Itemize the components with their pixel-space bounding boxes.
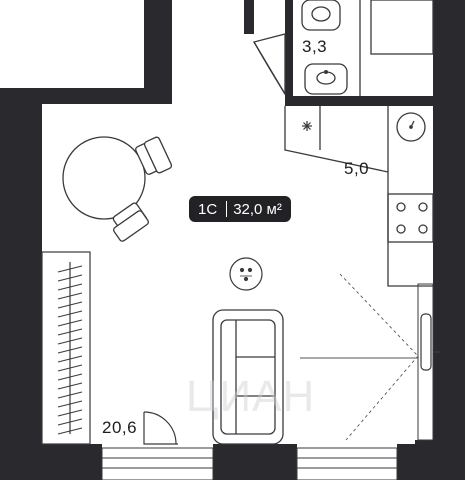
hanger bbox=[57, 337, 83, 345]
wall-bottom-mid bbox=[213, 444, 297, 480]
hanger bbox=[57, 274, 83, 282]
wall-left-upper-stub bbox=[0, 88, 148, 104]
hanger bbox=[57, 292, 83, 300]
wall-bath-partition bbox=[285, 0, 293, 106]
bathroom-area-label: 3,3 bbox=[302, 37, 328, 56]
dining-set bbox=[62, 136, 173, 242]
hanger bbox=[57, 364, 83, 372]
wall-right bbox=[433, 0, 465, 480]
wall-bottom-left bbox=[42, 444, 102, 480]
kitchen-counter bbox=[284, 106, 433, 287]
hanger bbox=[57, 301, 83, 309]
hanger bbox=[57, 310, 83, 318]
wall-bottom-right-edge bbox=[415, 440, 465, 480]
hanger bbox=[57, 328, 83, 336]
bathroom-fixtures bbox=[252, 0, 434, 97]
balcony-door bbox=[143, 411, 178, 445]
kitchen-sink bbox=[396, 112, 426, 142]
lamp-icon bbox=[229, 257, 263, 291]
hanger bbox=[57, 355, 83, 363]
living-area-label: 20,6 bbox=[102, 418, 138, 437]
hanger bbox=[57, 265, 83, 273]
hanger bbox=[57, 418, 83, 426]
unit-type: 1С bbox=[198, 200, 218, 218]
hanger bbox=[57, 346, 83, 354]
entrance-door bbox=[417, 283, 441, 441]
dining-table bbox=[62, 136, 146, 220]
wall-top-left-column bbox=[144, 0, 172, 104]
chair-top bbox=[135, 136, 173, 175]
door-swing-lines bbox=[300, 273, 419, 441]
hanger bbox=[57, 427, 83, 435]
window-left bbox=[101, 447, 214, 480]
cooktop bbox=[387, 193, 434, 243]
hanger bbox=[57, 382, 83, 390]
total-area: 32,0 м² bbox=[233, 200, 282, 218]
apartment-area-badge: 1С 32,0 м² bbox=[189, 196, 291, 222]
wardrobe bbox=[41, 251, 91, 445]
hanger bbox=[57, 283, 83, 291]
chair-bottom bbox=[112, 202, 149, 242]
wall-right-inner bbox=[410, 96, 465, 104]
hanger bbox=[57, 409, 83, 417]
watermark: ЦИАН bbox=[186, 372, 316, 421]
hanger bbox=[57, 319, 83, 327]
kitchen-fixtures bbox=[284, 106, 434, 287]
toilet bbox=[301, 0, 341, 31]
wardrobe-hangers bbox=[57, 265, 83, 435]
kitchen-area-label: 5,0 bbox=[344, 159, 370, 178]
sofa bbox=[212, 309, 284, 445]
wall-bath-left bbox=[244, 0, 254, 34]
wall-left bbox=[0, 88, 42, 480]
badge-separator bbox=[226, 201, 228, 217]
shower bbox=[370, 0, 434, 55]
hanger bbox=[57, 400, 83, 408]
bath-sink bbox=[304, 63, 348, 95]
bath-door-swing bbox=[252, 33, 286, 97]
window-right bbox=[296, 447, 398, 480]
snowflake-icon bbox=[302, 121, 312, 131]
hanger bbox=[57, 391, 83, 399]
wall-bath-bottom bbox=[285, 96, 441, 106]
hanger bbox=[57, 373, 83, 381]
